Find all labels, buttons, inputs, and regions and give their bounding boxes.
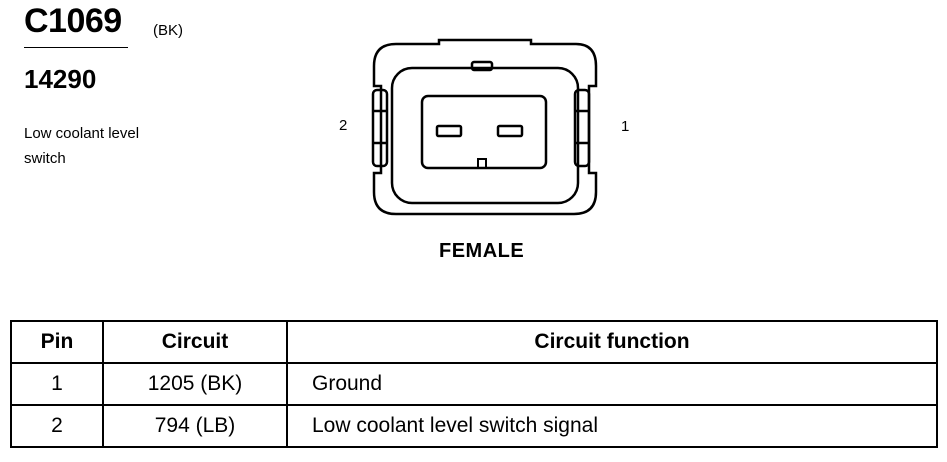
connector-color: (BK) — [153, 22, 183, 39]
cell-circuit: 794 (LB) — [102, 404, 288, 448]
inner-body — [390, 66, 580, 205]
connector-description: Low coolant level switch — [24, 121, 194, 171]
cell-pin: 1 — [10, 362, 104, 406]
terminal-pin-1 — [496, 124, 524, 138]
side-guide-right — [573, 88, 591, 168]
header-circuit-function: Circuit function — [286, 320, 938, 364]
connector-id: C1069 — [24, 2, 122, 40]
terminal-pin-2 — [435, 124, 463, 138]
pin-label-right: 1 — [621, 118, 630, 135]
description-line-1: Low coolant level — [24, 125, 140, 142]
housing-outline — [372, 38, 598, 216]
connector-id-underline — [24, 47, 128, 48]
part-number: 14290 — [24, 64, 97, 94]
header-circuit: Circuit — [102, 320, 288, 364]
table-header-row: Pin Circuit Circuit function — [10, 320, 938, 364]
keyway-notch — [477, 158, 487, 169]
description-line-2: switch — [24, 150, 66, 167]
gender-label: FEMALE — [439, 240, 525, 262]
connector-face-diagram — [371, 38, 598, 216]
pin-label-left: 2 — [339, 117, 348, 134]
cell-pin: 2 — [10, 404, 104, 448]
side-guide-left — [371, 88, 389, 168]
latch-tab — [470, 60, 494, 72]
table-row: 2 794 (LB) Low coolant level switch sign… — [10, 404, 938, 448]
cell-function: Low coolant level switch signal — [286, 404, 938, 448]
cell-circuit: 1205 (BK) — [102, 362, 288, 406]
pinout-table: Pin Circuit Circuit function 1 1205 (BK)… — [10, 320, 938, 448]
header-pin: Pin — [10, 320, 104, 364]
cell-function: Ground — [286, 362, 938, 406]
terminal-cavity — [420, 94, 548, 170]
table-row: 1 1205 (BK) Ground — [10, 362, 938, 406]
